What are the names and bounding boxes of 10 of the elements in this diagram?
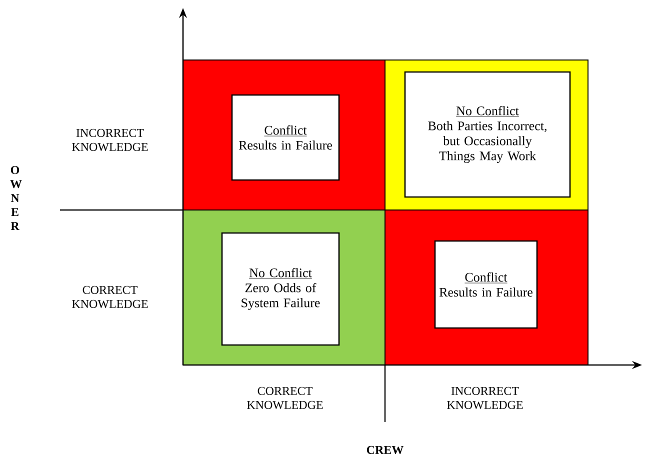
text-box: No Conflict Zero Odds of System Failure — [221, 232, 340, 346]
text-box: No Conflict Both Parties Incorrect, but Occasionally Things May Work — [404, 71, 571, 198]
text-box: Conflict Results in Failure — [231, 94, 340, 181]
axis-label: CORRECT KNOWLEDGE — [72, 286, 148, 308]
axis-title: CREW — [366, 446, 404, 454]
text-box: Conflict Results in Failure — [434, 240, 538, 329]
axis-label: INCORRECT KNOWLEDGE — [72, 128, 148, 152]
axis-title: O W N E R — [10, 166, 22, 230]
axis-label: CORRECT KNOWLEDGE — [247, 386, 323, 410]
axis-label: INCORRECT KNOWLEDGE — [447, 386, 523, 410]
